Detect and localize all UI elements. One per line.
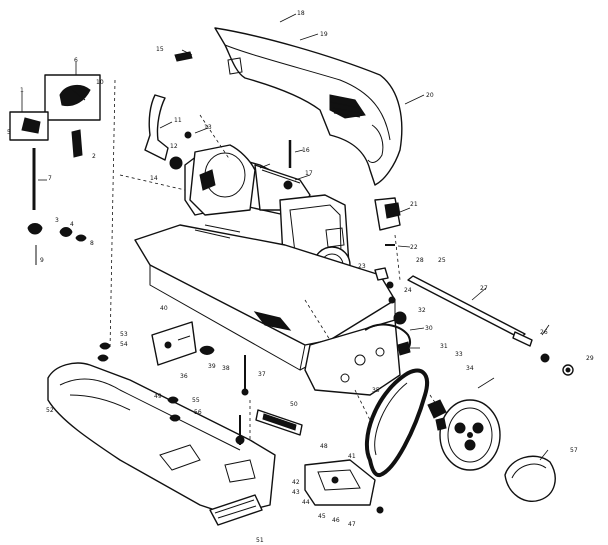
callout-15: 15	[156, 46, 164, 53]
callout-55: 55	[192, 397, 200, 404]
callout-19: 19	[320, 31, 328, 38]
long-shaft-part	[407, 275, 574, 376]
bracket-part	[151, 321, 197, 366]
callout-31: 31	[440, 343, 448, 350]
callout-36: 36	[180, 373, 188, 380]
top-cover-part	[214, 27, 403, 186]
screws-group	[97, 342, 249, 445]
motor-pulley-part	[427, 399, 501, 471]
callout-10: 10	[96, 79, 104, 86]
callout-32: 32	[418, 307, 426, 314]
callout-2: 2	[92, 153, 96, 160]
callout-51: 51	[256, 537, 264, 544]
callout-11: 11	[174, 117, 182, 124]
callout-46: 46	[332, 517, 340, 524]
callout-34: 34	[466, 365, 474, 372]
callout-14: 14	[150, 175, 158, 182]
callout-16: 16	[302, 147, 310, 154]
callout-56: 56	[194, 409, 202, 416]
callout-24: 24	[404, 287, 412, 294]
assembly-guides	[119, 114, 441, 440]
right-parts-group	[374, 197, 407, 325]
callout-18: 18	[297, 10, 305, 17]
callout-44: 44	[302, 499, 310, 506]
callout-21: 21	[410, 201, 418, 208]
callout-45: 45	[318, 513, 326, 520]
callout-12: 12	[170, 143, 178, 150]
callout-33: 33	[455, 351, 463, 358]
motor-cap-part	[504, 455, 556, 502]
callout-37: 37	[258, 371, 266, 378]
bottom-cover-part	[47, 362, 276, 526]
callout-26: 26	[540, 329, 548, 336]
callout-52: 52	[46, 407, 54, 414]
callout-48: 48	[320, 443, 328, 450]
callout-54: 54	[120, 341, 128, 348]
callout-6: 6	[74, 57, 78, 64]
machine-arm-part	[184, 144, 311, 216]
power-cord-part	[364, 323, 412, 356]
callout-53: 53	[120, 331, 128, 338]
callout-7: 7	[48, 175, 52, 182]
callout-39: 39	[208, 363, 216, 370]
callout-labels: 18 19 15 20 6 10 1 5 2 11 13 12 14 16 17…	[7, 10, 594, 544]
callout-17: 17	[305, 170, 313, 177]
callout-50: 50	[290, 401, 298, 408]
callout-8: 8	[90, 240, 94, 247]
callout-41: 41	[348, 453, 356, 460]
callout-25: 25	[438, 257, 446, 264]
callout-9: 9	[40, 257, 44, 264]
callout-27: 27	[480, 285, 488, 292]
callout-22: 22	[410, 244, 418, 251]
callout-43: 43	[292, 489, 300, 496]
callout-4: 4	[70, 221, 74, 228]
small-knobs-group	[169, 51, 293, 190]
callout-29: 29	[586, 355, 594, 362]
callout-20: 20	[426, 92, 434, 99]
callout-30: 30	[425, 325, 433, 332]
callout-42: 42	[292, 479, 300, 486]
callout-3: 3	[55, 217, 59, 224]
callout-57: 57	[570, 447, 578, 454]
nameplate-part	[255, 409, 303, 436]
callout-23: 23	[358, 263, 366, 270]
callout-1: 1	[20, 87, 24, 94]
callout-28: 28	[416, 257, 424, 264]
callout-47: 47	[348, 521, 356, 528]
callout-13: 13	[204, 124, 212, 131]
callout-35: 35	[372, 387, 380, 394]
pedal-bracket-part	[304, 459, 384, 514]
callout-40: 40	[160, 305, 168, 312]
callout-38: 38	[222, 365, 230, 372]
left-parts-group	[9, 74, 116, 351]
callout-49: 49	[154, 393, 162, 400]
leader-lines	[21, 13, 550, 461]
drive-belt-part	[364, 368, 429, 478]
lever-arm-part	[144, 94, 169, 161]
callout-5: 5	[7, 129, 11, 136]
